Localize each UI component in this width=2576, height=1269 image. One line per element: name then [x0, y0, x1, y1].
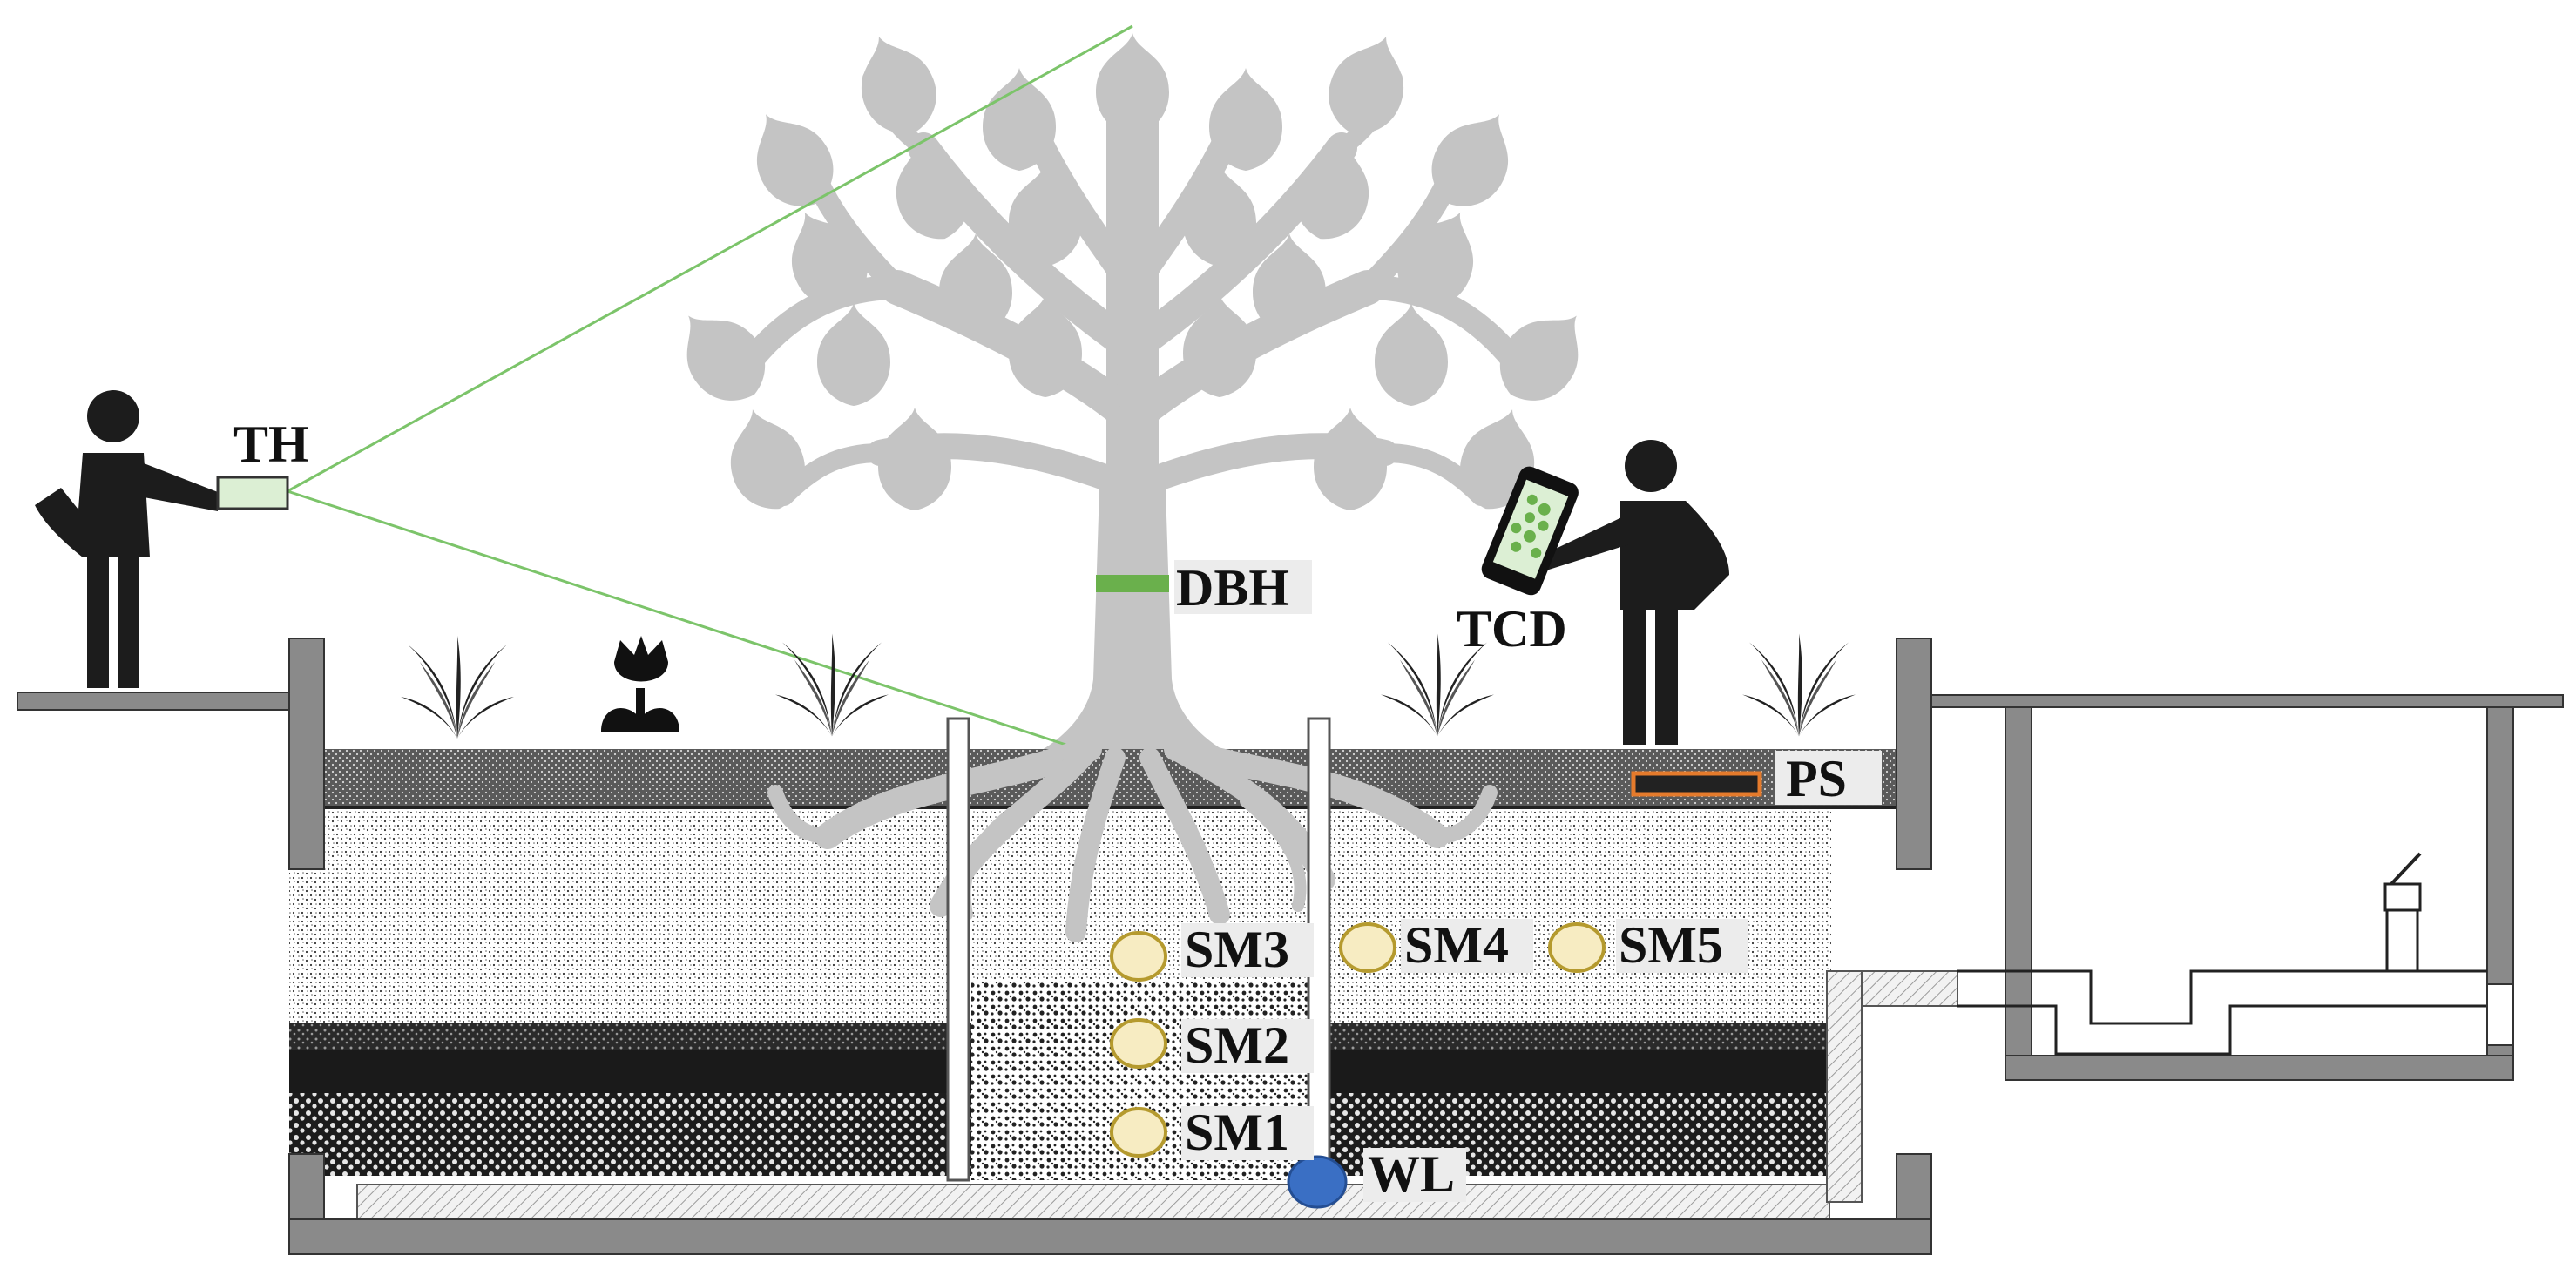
inner-outlet-wall — [1826, 970, 1863, 1203]
sensor-sm4 — [1339, 922, 1396, 973]
label-tcd: TCD — [1457, 600, 1567, 658]
left-wall-top — [288, 638, 325, 870]
cell-layers — [288, 638, 1932, 1255]
hypsometer-device — [216, 476, 289, 510]
tulip-icon — [601, 636, 679, 732]
dbh-band — [1096, 575, 1169, 592]
labels: TH DBH TCD PS SM3 SM2 SM1 SM4 SM5 WL — [233, 415, 1882, 1203]
outlet-chamber — [1861, 694, 2564, 1081]
left-ground-ledge — [17, 692, 290, 711]
label-dbh: DBH — [1176, 559, 1289, 617]
label-sm3: SM3 — [1185, 921, 1289, 978]
water-level-sensor — [1287, 1155, 1348, 1209]
label-sm2: SM2 — [1185, 1016, 1289, 1074]
monitoring-well-left — [946, 717, 970, 1182]
grass-icon — [401, 636, 514, 739]
chamber-wall-left — [2005, 706, 2032, 1081]
sight-lines — [287, 24, 1133, 753]
sensor-sm3 — [1110, 931, 1167, 982]
label-th: TH — [233, 415, 309, 473]
soil-moisture-sensors — [1110, 922, 1606, 1158]
outlet-pipe — [1957, 969, 2487, 1056]
grass-icon — [775, 633, 889, 737]
label-ps: PS — [1786, 750, 1847, 807]
tree — [659, 24, 1606, 758]
pressure-plate-sensor — [1631, 771, 1762, 797]
sensor-sm1 — [1110, 1107, 1167, 1158]
outlet-pipe-stub — [1861, 970, 1958, 1007]
bottom-slab — [356, 1184, 1830, 1222]
label-sm5: SM5 — [1619, 916, 1723, 974]
sensor-sm2 — [1110, 1018, 1167, 1069]
bottom-floor — [288, 1218, 1932, 1255]
grass-icon — [1742, 633, 1856, 737]
label-sm4: SM4 — [1404, 916, 1509, 974]
chamber-floor — [2005, 1055, 2514, 1081]
label-wl: WL — [1368, 1145, 1455, 1203]
person-right — [1546, 440, 1729, 745]
right-wall-top — [1896, 638, 1932, 870]
tablet-device — [1481, 466, 1579, 596]
person-left — [35, 390, 218, 688]
tree-trunk — [1028, 488, 1237, 758]
tree-roots — [767, 736, 1498, 942]
right-ground-slab — [1930, 694, 2564, 708]
surface-plants — [401, 633, 1856, 739]
label-sm1: SM1 — [1185, 1104, 1289, 1161]
sensor-sm5 — [1548, 922, 1606, 973]
